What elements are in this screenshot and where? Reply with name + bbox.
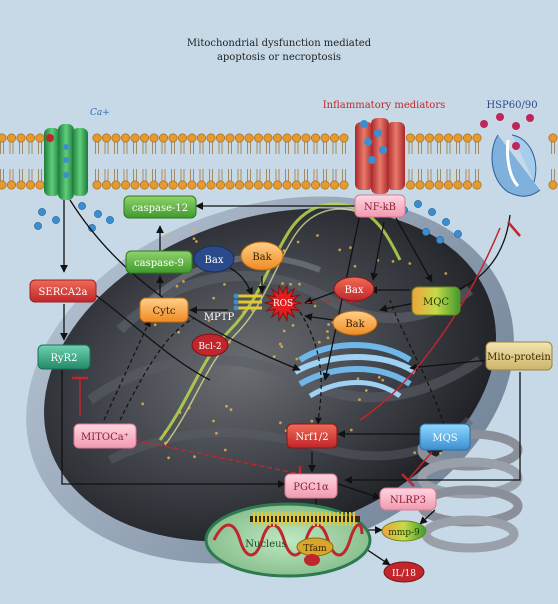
il18-label: IL/18 bbox=[392, 569, 416, 579]
node-ryr2: RyR2 bbox=[37, 344, 91, 370]
mqc-label: MQC bbox=[423, 297, 449, 308]
cytc-label: Cytc bbox=[153, 306, 176, 317]
er-golgi-stack bbox=[293, 342, 417, 399]
node-mito-protein: Mito-protein bbox=[485, 341, 553, 371]
nucleus-label: Nucleus bbox=[245, 539, 286, 550]
node-nrf: Nrf1/2 bbox=[286, 423, 338, 449]
node-cytc: Cytc bbox=[139, 297, 189, 323]
inflammatory-channel bbox=[355, 118, 405, 194]
ca-label: Ca+ bbox=[90, 108, 110, 118]
node-mqc: MQC bbox=[411, 286, 461, 316]
node-bcl2: Bcl-2 bbox=[191, 333, 229, 357]
mqs-label: MQS bbox=[432, 433, 457, 444]
mmp9-label: mmp-9 bbox=[388, 528, 420, 538]
node-tfam: Tfam bbox=[296, 537, 334, 566]
pgc1a-label: PGC1α bbox=[293, 482, 329, 493]
title-line-1: Mitochondrial dysfunction mediated bbox=[187, 38, 372, 49]
node-serca2a: SERCA2a bbox=[29, 279, 97, 303]
serca2a-label: SERCA2a bbox=[39, 287, 88, 298]
nfkb-label: NF-kB bbox=[364, 202, 396, 213]
node-il18: IL/18 bbox=[383, 561, 425, 583]
nlrp3-label: NLRP3 bbox=[390, 495, 426, 506]
node-mqs: MQS bbox=[419, 423, 471, 451]
node-pgc1a: PGC1α bbox=[284, 473, 338, 499]
ros-label: ROS bbox=[273, 299, 293, 309]
calcium-channel bbox=[44, 124, 88, 200]
ryr2-label: RyR2 bbox=[51, 353, 78, 364]
mitoca-label: MITOCa⁺ bbox=[81, 432, 129, 443]
node-mptp: MPTP bbox=[204, 293, 262, 323]
node-ros: ROS bbox=[263, 283, 303, 323]
mptp-label: MPTP bbox=[204, 312, 235, 323]
node-caspase-9: caspase-9 bbox=[125, 250, 193, 274]
node-mitoca: MITOCa⁺ bbox=[73, 423, 137, 449]
tfam-label: Tfam bbox=[303, 544, 327, 554]
node-bax-mid: Bax bbox=[333, 276, 375, 302]
hsp-label: HSP60/90 bbox=[486, 100, 537, 111]
cell-membrane bbox=[0, 133, 558, 190]
caspase-9-label: caspase-9 bbox=[134, 258, 184, 269]
node-bax-top: Bax bbox=[193, 245, 235, 273]
node-bak-top: Bak bbox=[240, 241, 284, 271]
connectors bbox=[60, 199, 521, 566]
node-nfkb: NF-kB bbox=[354, 194, 406, 218]
nrf-label: Nrf1/2 bbox=[295, 432, 328, 443]
bak-top-label: Bak bbox=[252, 252, 272, 263]
node-nlrp3: NLRP3 bbox=[379, 487, 437, 511]
node-caspase-12: caspase-12 bbox=[123, 195, 197, 219]
hsp-channel bbox=[480, 113, 541, 197]
node-mmp9: mmp-9 bbox=[381, 520, 427, 542]
bax-mid-label: Bax bbox=[345, 285, 364, 296]
caspase-12-label: caspase-12 bbox=[132, 203, 188, 214]
small-mitochondrion bbox=[204, 502, 372, 578]
bak-mid-label: Bak bbox=[345, 319, 365, 330]
dna-strand-2 bbox=[164, 208, 366, 446]
bax-top-label: Bax bbox=[205, 255, 224, 266]
mito-protein-label: Mito-protein bbox=[487, 352, 551, 363]
node-bak-mid: Bak bbox=[332, 310, 378, 336]
inflammatory-label: Inflammatory mediators bbox=[323, 100, 446, 111]
title-line-2: apoptosis or necroptosis bbox=[217, 52, 341, 63]
bcl2-label: Bcl-2 bbox=[198, 342, 221, 352]
large-mitochondrion bbox=[26, 196, 514, 564]
